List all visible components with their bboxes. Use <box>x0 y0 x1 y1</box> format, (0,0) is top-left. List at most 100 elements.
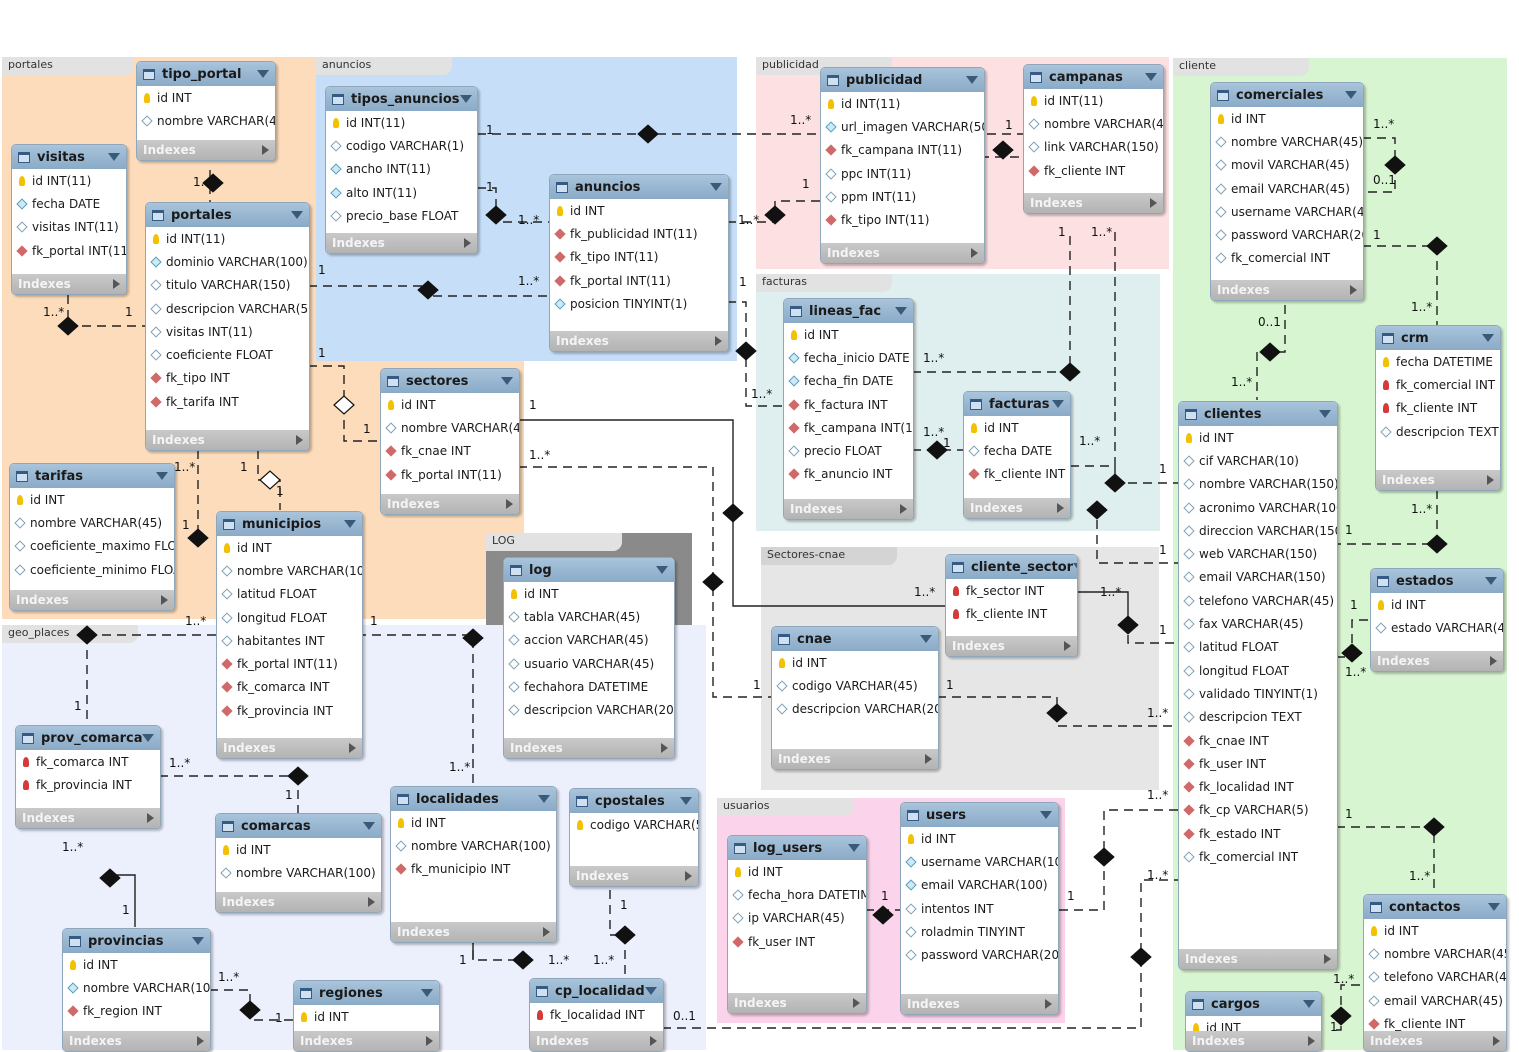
column-row[interactable]: fk_cliente INT <box>946 602 1077 625</box>
column-row[interactable]: latitud FLOAT <box>1179 636 1337 659</box>
table-header[interactable]: cnae <box>772 627 938 651</box>
column-row[interactable]: email VARCHAR(45) <box>1211 177 1363 200</box>
indexes-bar[interactable]: Indexes <box>137 140 275 160</box>
expand-arrow-icon[interactable] <box>464 238 471 248</box>
table-header[interactable]: localidades <box>391 787 556 811</box>
column-row[interactable]: id INT(11) <box>12 169 126 192</box>
table-header[interactable]: estados <box>1371 569 1503 593</box>
column-row[interactable]: fk_cnae INT <box>1179 729 1337 752</box>
column-row[interactable]: ppc INT(11) <box>821 162 984 185</box>
column-row[interactable]: fecha DATE <box>12 192 126 215</box>
expand-arrow-icon[interactable] <box>1324 954 1331 964</box>
expand-arrow-icon[interactable] <box>262 145 269 155</box>
column-row[interactable]: fk_campana INT(11) <box>784 416 913 439</box>
expand-arrow-icon[interactable] <box>1308 1036 1315 1046</box>
column-row[interactable]: url_imagen VARCHAR(500) <box>821 115 984 138</box>
indexes-bar[interactable]: Indexes <box>12 274 126 294</box>
expand-arrow-icon[interactable] <box>147 813 154 823</box>
collapse-arrow-icon[interactable] <box>1319 410 1331 418</box>
table-header[interactable]: visitas <box>12 145 126 169</box>
column-row[interactable]: descripcion VARCHAR(2000) <box>504 698 674 721</box>
column-row[interactable]: descripcion VARCHAR(500) <box>146 297 309 320</box>
expand-arrow-icon[interactable] <box>197 1036 204 1046</box>
expand-arrow-icon[interactable] <box>900 504 907 514</box>
table-header[interactable]: anuncios <box>550 175 728 199</box>
column-row[interactable]: fk_cliente INT <box>964 463 1070 486</box>
indexes-bar[interactable]: Indexes <box>294 1031 439 1051</box>
column-row[interactable]: fk_tipo INT <box>146 367 309 390</box>
indexes-bar[interactable]: Indexes <box>1211 280 1363 300</box>
column-row[interactable]: password VARCHAR(200) <box>1211 223 1363 246</box>
expand-arrow-icon[interactable] <box>971 248 978 258</box>
collapse-arrow-icon[interactable] <box>291 211 303 219</box>
column-row[interactable]: descripcion VARCHAR(20... <box>772 698 938 721</box>
indexes-bar[interactable]: Indexes <box>217 738 362 758</box>
column-row[interactable]: codigo VARCHAR(1) <box>326 134 477 157</box>
column-row[interactable]: precio FLOAT <box>784 439 913 462</box>
column-row[interactable]: ppm INT(11) <box>821 185 984 208</box>
collapse-arrow-icon[interactable] <box>257 70 269 78</box>
collapse-arrow-icon[interactable] <box>1145 73 1157 81</box>
expand-arrow-icon[interactable] <box>1057 503 1064 513</box>
expand-arrow-icon[interactable] <box>685 871 692 881</box>
table-header[interactable]: provincias <box>63 929 210 953</box>
column-row[interactable]: fecha DATETIME <box>1376 350 1500 373</box>
expand-arrow-icon[interactable] <box>1045 999 1052 1009</box>
column-row[interactable]: alto INT(11) <box>326 181 477 204</box>
column-row[interactable]: id INT <box>1364 919 1506 942</box>
table-header[interactable]: users <box>901 803 1058 827</box>
column-row[interactable]: habitantes INT <box>217 629 362 652</box>
table-header[interactable]: cargos <box>1186 992 1321 1016</box>
collapse-arrow-icon[interactable] <box>920 635 932 643</box>
column-row[interactable]: visitas INT(11) <box>12 216 126 239</box>
table-header[interactable]: contactos <box>1364 895 1506 919</box>
indexes-bar[interactable]: Indexes <box>1024 193 1163 213</box>
table-header[interactable]: regiones <box>294 981 439 1005</box>
indexes-bar[interactable]: Indexes <box>1179 949 1337 969</box>
column-row[interactable]: codigo VARCHAR(5) <box>570 813 698 836</box>
column-row[interactable]: descripcion TEXT <box>1179 706 1337 729</box>
column-row[interactable]: nombre VARCHAR(45) <box>1024 112 1163 135</box>
column-row[interactable]: usuario VARCHAR(45) <box>504 652 674 675</box>
expand-arrow-icon[interactable] <box>1493 1036 1500 1046</box>
column-row[interactable]: fk_comarca INT <box>217 676 362 699</box>
indexes-bar[interactable]: Indexes <box>530 1031 663 1051</box>
collapse-arrow-icon[interactable] <box>501 377 513 385</box>
table-header[interactable]: crm <box>1376 326 1500 350</box>
column-row[interactable]: coeficiente FLOAT <box>146 343 309 366</box>
column-row[interactable]: coeficiente_maximo FLOAT <box>10 535 174 558</box>
indexes-bar[interactable]: Indexes <box>1364 1031 1506 1051</box>
table-header[interactable]: cliente_sector <box>946 555 1077 579</box>
column-row[interactable]: id INT <box>63 953 210 976</box>
column-row[interactable]: username VARCHAR(45) <box>1211 200 1363 223</box>
column-row[interactable]: id INT <box>772 651 938 674</box>
collapse-arrow-icon[interactable] <box>1345 91 1357 99</box>
expand-arrow-icon[interactable] <box>296 435 303 445</box>
column-row[interactable]: fecha_inicio DATE <box>784 346 913 369</box>
column-row[interactable]: id INT <box>216 838 381 861</box>
column-row[interactable]: fecha_hora DATETIME <box>728 883 866 906</box>
column-row[interactable]: movil VARCHAR(45) <box>1211 154 1363 177</box>
column-row[interactable]: fk_tipo INT(11) <box>550 246 728 269</box>
column-row[interactable]: id INT <box>137 86 275 109</box>
column-row[interactable]: roladmin TINYINT <box>901 920 1058 943</box>
column-row[interactable]: id INT <box>1179 426 1337 449</box>
column-row[interactable]: posicion TINYINT(1) <box>550 292 728 315</box>
column-row[interactable]: fk_comercial INT <box>1376 373 1500 396</box>
column-row[interactable]: nombre VARCHAR(100) <box>216 861 381 884</box>
table-header[interactable]: facturas <box>964 392 1070 416</box>
column-row[interactable]: coeficiente_minimo FLOAT <box>10 558 174 581</box>
indexes-bar[interactable]: Indexes <box>381 494 519 514</box>
column-row[interactable]: codigo VARCHAR(45) <box>772 674 938 697</box>
